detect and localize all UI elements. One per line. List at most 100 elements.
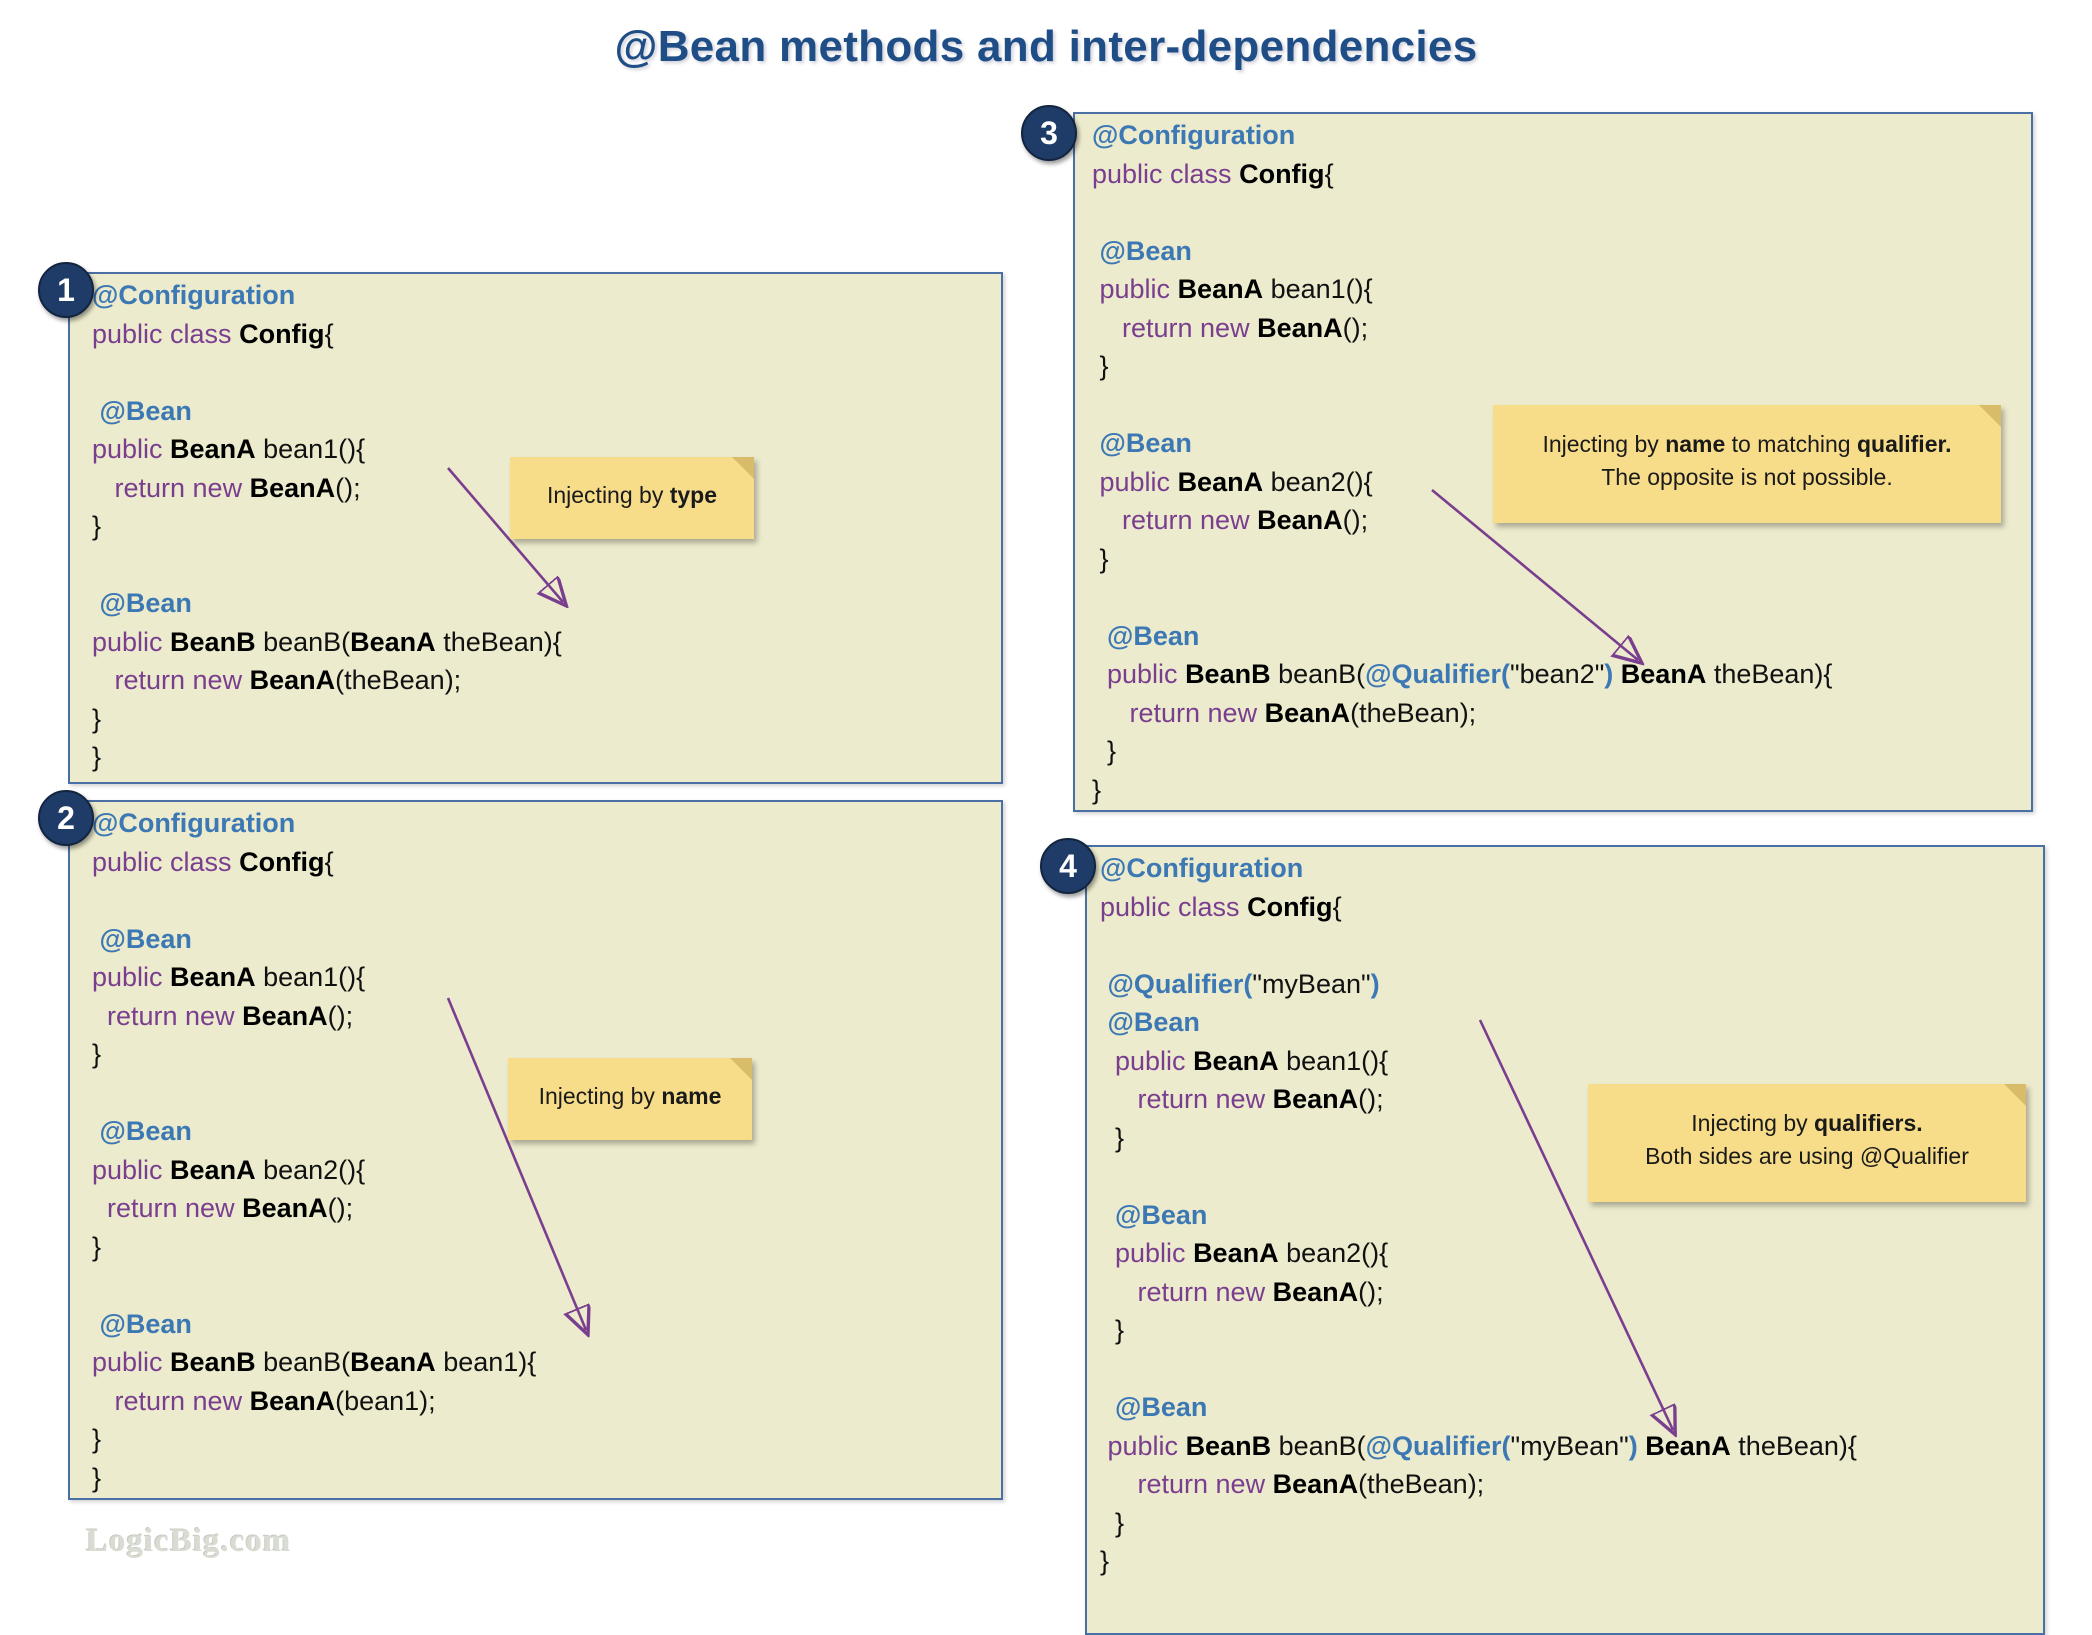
code-line: } <box>1092 540 1832 579</box>
code-line: @Configuration <box>1100 849 1857 888</box>
code-token: return new <box>1100 1084 1273 1114</box>
code-token: (); <box>327 1000 354 1031</box>
note-token: The opposite is not possible. <box>1601 464 1893 490</box>
code-line: public BeanA bean1(){ <box>92 958 536 997</box>
code-token: bean2(){ <box>1263 466 1373 497</box>
code-token: ) <box>1370 968 1380 999</box>
code-token: } <box>1092 351 1109 381</box>
code-token: @Bean <box>1100 1007 1200 1037</box>
note-token: Injecting by <box>1691 1110 1815 1136</box>
code-token: BeanA <box>242 1000 328 1031</box>
code-token: @Bean <box>92 923 192 954</box>
code-token: return new <box>92 1385 250 1416</box>
code-token: public class <box>1100 891 1248 922</box>
code-token: BeanB <box>1185 659 1271 689</box>
code-token: } <box>92 703 102 734</box>
code-token: beanB( <box>255 626 351 657</box>
code-line: public BeanA bean2(){ <box>92 1151 536 1190</box>
code-line: } <box>1100 1119 1857 1158</box>
panel-badge-3: 3 <box>1021 105 1077 161</box>
code-line: return new BeanA(); <box>1092 309 1832 348</box>
code-line: return new BeanA(); <box>92 997 536 1036</box>
code-token: bean2(){ <box>1278 1238 1389 1268</box>
code-line <box>92 1266 536 1305</box>
code-line: @Bean <box>1100 1388 1857 1427</box>
code-line: public BeanB beanB(BeanA bean1){ <box>92 1343 536 1382</box>
code-token: @Bean <box>92 1116 192 1146</box>
code-token: BeanA <box>1272 1276 1359 1307</box>
code-line: @Bean <box>1100 1003 1857 1042</box>
code-line: @Bean <box>92 920 536 959</box>
code-token: BeanA <box>170 1154 256 1185</box>
code-token: (bean1); <box>335 1385 436 1416</box>
code-token: ) <box>1628 1430 1638 1461</box>
logicbig-watermark: LogicBig.com <box>86 1523 292 1559</box>
code-token: BeanA <box>170 434 256 464</box>
code-token: return new <box>1100 1469 1273 1499</box>
code-token: theBean){ <box>1730 1430 1857 1461</box>
code-token: bean1(){ <box>1278 1045 1389 1076</box>
code-token: theBean){ <box>435 626 562 657</box>
code-token: { <box>1324 158 1334 189</box>
code-line: } <box>1092 347 1832 386</box>
code-token: return new <box>92 665 250 695</box>
note-token: name <box>661 1082 722 1109</box>
code-token: } <box>1092 736 1117 766</box>
code-token: BeanA <box>1193 1045 1279 1076</box>
code-line: } <box>92 1035 536 1074</box>
note-injecting-by-name: Injecting by name <box>508 1058 752 1140</box>
code-token: Config <box>239 318 325 349</box>
code-token: public <box>92 626 171 657</box>
note-line: Injecting by name to matching qualifier. <box>1542 428 1951 461</box>
note-token: Injecting by <box>1542 431 1666 457</box>
code-token: @Bean <box>1100 1199 1208 1230</box>
code-token: BeanA <box>249 665 336 695</box>
code-token: beanB( <box>255 1347 351 1377</box>
code-line: @Qualifier("myBean") <box>1100 965 1857 1004</box>
note-token: qualifier. <box>1856 431 1952 457</box>
code-token: @Bean <box>1092 620 1200 651</box>
code-token: } <box>92 1424 102 1454</box>
code-line: @Bean <box>92 1305 536 1344</box>
code-token: } <box>92 1231 102 1262</box>
note-injecting-by-type: Injecting by type <box>510 457 754 539</box>
code-token: @Bean <box>92 1308 192 1339</box>
code-line: } <box>92 738 562 777</box>
code-token: BeanA <box>1272 1469 1359 1499</box>
code-token: ) <box>1604 659 1614 689</box>
code-token: @Bean <box>1100 1392 1208 1422</box>
code-line: return new BeanA(); <box>92 469 562 508</box>
panel-badge-1: 1 <box>38 262 94 318</box>
code-token: BeanA <box>1620 659 1707 689</box>
code-token: } <box>1100 1546 1110 1576</box>
note-token: Both sides are using @Qualifier <box>1645 1143 1969 1169</box>
code-token: @Configuration <box>1092 120 1296 150</box>
code-line: public BeanA bean1(){ <box>92 430 562 469</box>
code-token: BeanA <box>1177 274 1264 304</box>
code-token: } <box>1100 1507 1125 1538</box>
panel-badge-4: 4 <box>1040 838 1096 894</box>
code-line: } <box>1100 1311 1857 1350</box>
code-token: theBean){ <box>1706 659 1833 689</box>
code-token: @Configuration <box>92 280 296 310</box>
note-token: to matching <box>1725 431 1857 457</box>
code-token: return new <box>92 1193 243 1223</box>
code-token: (); <box>1342 505 1369 535</box>
panel-badge-2: 2 <box>38 790 94 846</box>
code-token: BeanA <box>1645 1430 1731 1461</box>
code-line: } <box>1100 1504 1857 1543</box>
code-token: BeanA <box>1193 1238 1279 1268</box>
code-token: (); <box>327 1193 354 1223</box>
code-token: @Bean <box>92 395 192 426</box>
code-line: return new BeanA(); <box>1100 1080 1857 1119</box>
note-line: Injecting by type <box>547 479 717 512</box>
code-token: (theBean); <box>1358 1469 1485 1499</box>
code-line: return new BeanA(theBean); <box>1092 694 1832 733</box>
code-token: } <box>92 1462 102 1493</box>
code-token: beanB( <box>1270 659 1366 689</box>
code-token: public <box>1092 659 1186 689</box>
